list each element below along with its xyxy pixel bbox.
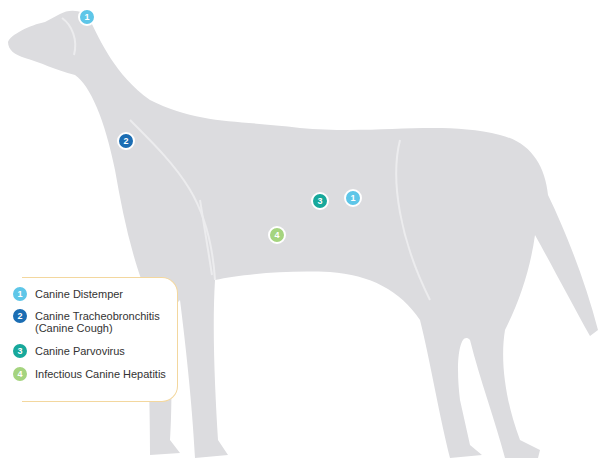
legend-text: Canine Distemper [35, 288, 170, 300]
legend-swatch: 2 [11, 307, 29, 325]
legend-row: 2 Canine Tracheobronchitis (Canine Cough) [11, 310, 170, 334]
callout-number: 1 [84, 13, 89, 22]
callout-number: 2 [123, 137, 128, 146]
callout-circle: 2 [117, 132, 135, 150]
legend-swatch: 1 [11, 285, 29, 303]
callout-circle: 4 [268, 226, 286, 244]
callout-number: 4 [17, 370, 22, 379]
callout-number: 2 [17, 312, 22, 321]
legend-swatch: 4 [11, 365, 29, 383]
legend-row: 4 Infectious Canine Hepatitis [11, 368, 170, 383]
legend-text: Canine Tracheobronchitis (Canine Cough) [35, 310, 170, 334]
legend-text: Canine Parvovirus [35, 345, 170, 357]
dog-contours [62, 18, 430, 300]
legend-row: 3 Canine Parvovirus [11, 345, 170, 360]
callout-circle: 3 [311, 192, 329, 210]
callout-circle: 1 [344, 189, 362, 207]
callout-number: 3 [317, 197, 322, 206]
callout-number: 4 [274, 231, 279, 240]
legend-row: 1 Canine Distemper [11, 288, 170, 303]
dog-silhouette [8, 11, 598, 458]
callout-number: 3 [17, 347, 22, 356]
callout-number: 1 [17, 290, 22, 299]
callout-number: 1 [350, 194, 355, 203]
callout-circle: 1 [78, 8, 96, 26]
legend-panel: 1Canine Distemper2Canine Tracheobronchit… [22, 277, 178, 402]
legend-swatch: 3 [11, 342, 29, 360]
legend-text: Infectious Canine Hepatitis [35, 368, 170, 380]
